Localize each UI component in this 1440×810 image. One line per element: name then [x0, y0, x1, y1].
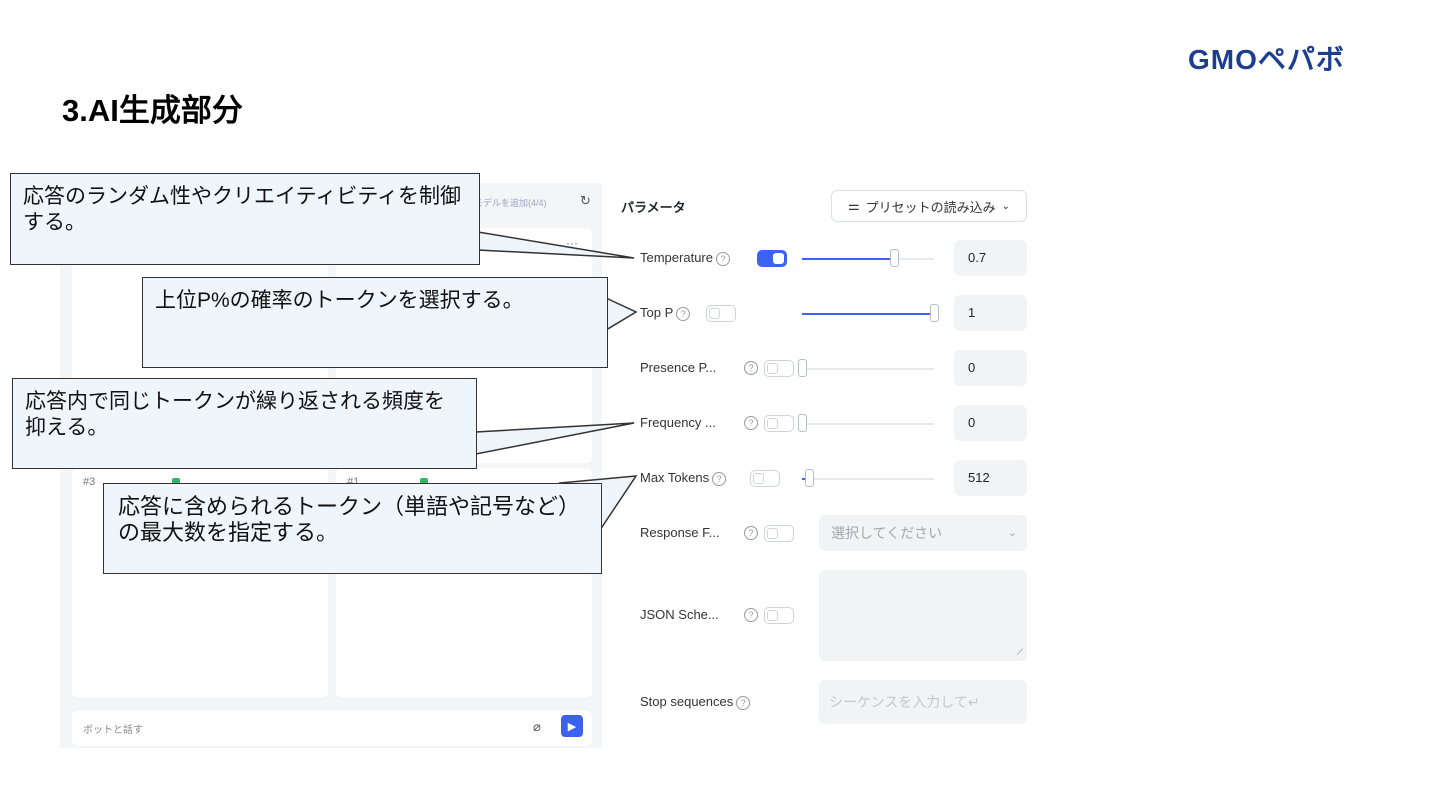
card-number: #3	[83, 476, 96, 488]
response-format-select[interactable]: 選択してください ⌄	[819, 515, 1027, 551]
frequency-penalty-slider-thumb[interactable]	[798, 414, 807, 432]
stop-sequences-input[interactable]: シーケンスを入力して↵	[819, 680, 1027, 724]
temperature-slider-fill	[802, 258, 895, 260]
callout-top-p: 上位P%の確率のトークンを選択する。	[142, 277, 608, 368]
max-tokens-toggle[interactable]	[750, 470, 780, 487]
frequency-penalty-label: Frequency ...	[640, 415, 716, 430]
help-icon[interactable]: ?	[744, 416, 758, 430]
json-schema-toggle[interactable]	[764, 607, 794, 624]
send-icon: ▶	[567, 720, 577, 733]
top-p-slider-fill	[802, 313, 934, 315]
presence-penalty-slider-track[interactable]	[802, 368, 934, 370]
chat-input[interactable]	[72, 710, 592, 746]
json-schema-textarea[interactable]: ⟋	[819, 570, 1027, 661]
callout-frequency: 応答内で同じトークンが繰り返される頻度を抑える。	[12, 378, 477, 469]
max-tokens-slider-thumb[interactable]	[805, 469, 814, 487]
frequency-penalty-value-input[interactable]: 0	[954, 405, 1027, 441]
model-chip-icon	[420, 478, 428, 486]
preset-load-button[interactable]: ⚌ プリセットの読み込み ⌄	[831, 190, 1027, 222]
send-button[interactable]: ▶	[561, 715, 583, 737]
temperature-toggle[interactable]	[757, 250, 787, 267]
help-icon[interactable]: ?	[744, 526, 758, 540]
max-tokens-value-input[interactable]: 512	[954, 460, 1027, 496]
help-icon[interactable]: ?	[744, 361, 758, 375]
temperature-value-input[interactable]: 0.7	[954, 240, 1027, 276]
add-model-button[interactable]: モデルを追加(4/4)	[474, 198, 547, 208]
presence-penalty-label: Presence P...	[640, 360, 717, 375]
top-p-toggle[interactable]	[706, 305, 736, 322]
top-p-label: Top P?	[640, 305, 691, 321]
help-icon[interactable]: ?	[736, 695, 751, 710]
help-icon[interactable]: ?	[744, 608, 758, 622]
card-more-menu[interactable]: ···	[566, 236, 578, 250]
chat-input-placeholder: ボットと話す	[83, 725, 143, 736]
help-icon[interactable]: ?	[715, 251, 730, 266]
model-chip-icon	[172, 478, 180, 486]
presence-penalty-toggle[interactable]	[764, 360, 794, 377]
refresh-icon[interactable]: ↻	[580, 193, 591, 208]
max-tokens-slider-fill	[802, 478, 806, 480]
paperclip-icon[interactable]: ⌀	[533, 719, 541, 734]
callout-max-tokens: 応答に含められるトークン（単語や記号など）の最大数を指定する。	[103, 483, 602, 574]
top-p-slider-thumb[interactable]	[930, 304, 939, 322]
presence-penalty-slider-thumb[interactable]	[798, 359, 807, 377]
chevron-down-icon: ⌄	[1007, 527, 1017, 539]
resize-handle-icon[interactable]: ⟋	[1016, 647, 1023, 657]
stop-sequences-label: Stop sequences?	[640, 694, 751, 710]
chevron-down-icon: ⌄	[1001, 200, 1011, 212]
top-p-value-input[interactable]: 1	[954, 295, 1027, 331]
params-title: パラメータ	[621, 200, 686, 215]
frequency-penalty-toggle[interactable]	[764, 415, 794, 432]
response-format-toggle[interactable]	[764, 525, 794, 542]
preset-label: プリセットの読み込み	[865, 199, 996, 215]
temperature-label: Temperature?	[640, 250, 730, 266]
max-tokens-slider-track[interactable]	[806, 478, 934, 480]
help-icon[interactable]: ?	[676, 306, 691, 321]
response-format-placeholder: 選択してください	[831, 525, 943, 541]
presence-penalty-value-input[interactable]: 0	[954, 350, 1027, 386]
help-icon[interactable]: ?	[712, 471, 727, 486]
response-format-label: Response F...	[640, 525, 720, 540]
json-schema-label: JSON Sche...	[640, 607, 719, 622]
slide-title: 3.AI生成部分	[62, 93, 243, 128]
brand-logo: GMOペパボ	[1188, 44, 1345, 75]
sliders-icon: ⚌	[847, 198, 860, 213]
callout-temperature: 応答のランダム性やクリエイティビティを制御する。	[10, 173, 480, 265]
max-tokens-label: Max Tokens?	[640, 470, 727, 486]
frequency-penalty-slider-track[interactable]	[802, 423, 934, 425]
temperature-slider-thumb[interactable]	[890, 249, 900, 267]
